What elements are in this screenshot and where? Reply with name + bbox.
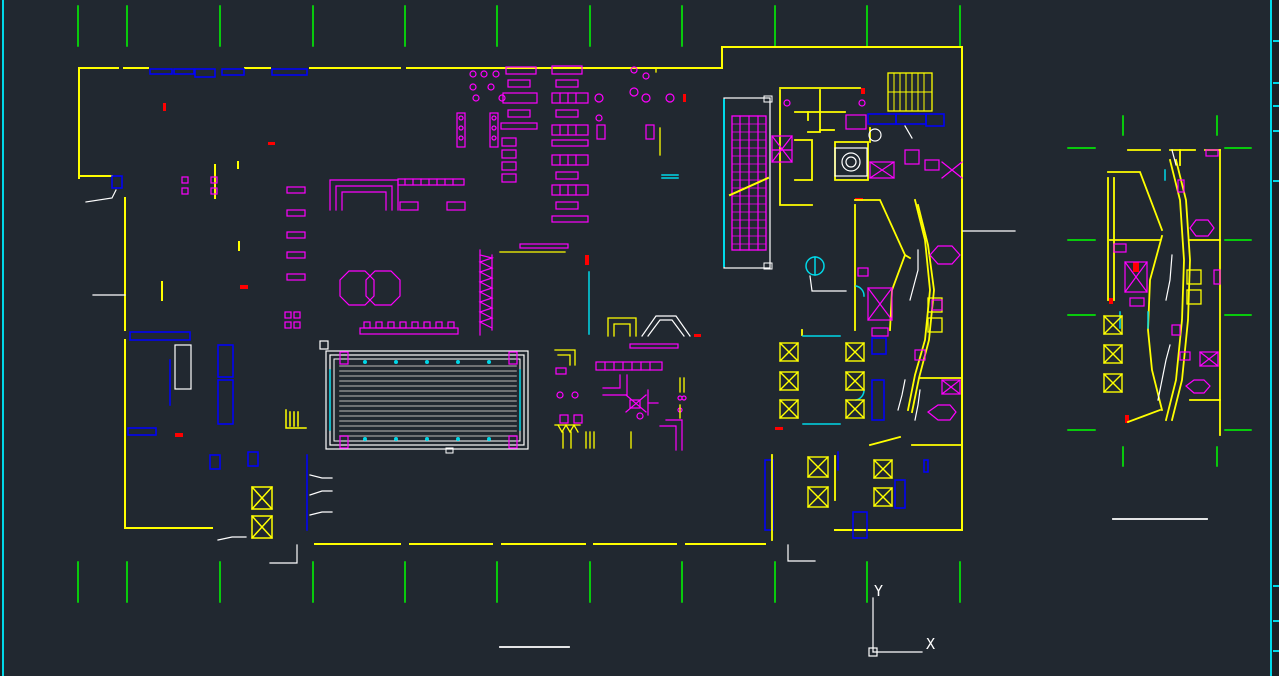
grid-ticks-bottom xyxy=(77,561,961,603)
ucs-x-axis-label: X xyxy=(926,635,936,653)
main-plan-walls[interactable] xyxy=(78,46,963,545)
center-cyan-lines xyxy=(588,174,679,335)
center-magenta-fixtures[interactable] xyxy=(181,65,687,451)
right-section-white xyxy=(834,125,921,421)
furniture-boxes[interactable] xyxy=(779,342,893,508)
red-markers xyxy=(163,88,1139,437)
grid-ticks-top xyxy=(77,5,961,47)
right-plan-cyan xyxy=(1119,169,1166,329)
center-white-stairs xyxy=(641,315,691,337)
right-vertical-ruler[interactable] xyxy=(1270,0,1279,676)
right-section-magenta xyxy=(771,99,963,421)
left-wing-white-fixtures xyxy=(174,340,333,516)
scale-lines xyxy=(499,518,1208,648)
ucs-icon[interactable] xyxy=(868,597,923,657)
right-plan-magenta xyxy=(1113,149,1221,394)
left-wing-yellow-fixtures xyxy=(250,409,307,540)
right-plan-boxes[interactable] xyxy=(1103,315,1123,393)
escalator[interactable] xyxy=(723,95,773,270)
right-section-yellow[interactable] xyxy=(771,72,963,541)
pool[interactable] xyxy=(325,350,529,454)
right-plan-walls[interactable] xyxy=(1107,149,1221,436)
left-wing-blue-doors[interactable] xyxy=(111,68,774,531)
center-yellow-fixtures xyxy=(499,67,685,449)
ucs-y-axis-label: Y xyxy=(874,582,884,600)
exterior-white-lines xyxy=(85,189,1016,564)
right-section-blue[interactable] xyxy=(837,113,945,539)
right-plan-white xyxy=(1157,149,1177,401)
grid-ticks-right-plan xyxy=(1067,115,1252,467)
left-window-border xyxy=(0,0,4,676)
